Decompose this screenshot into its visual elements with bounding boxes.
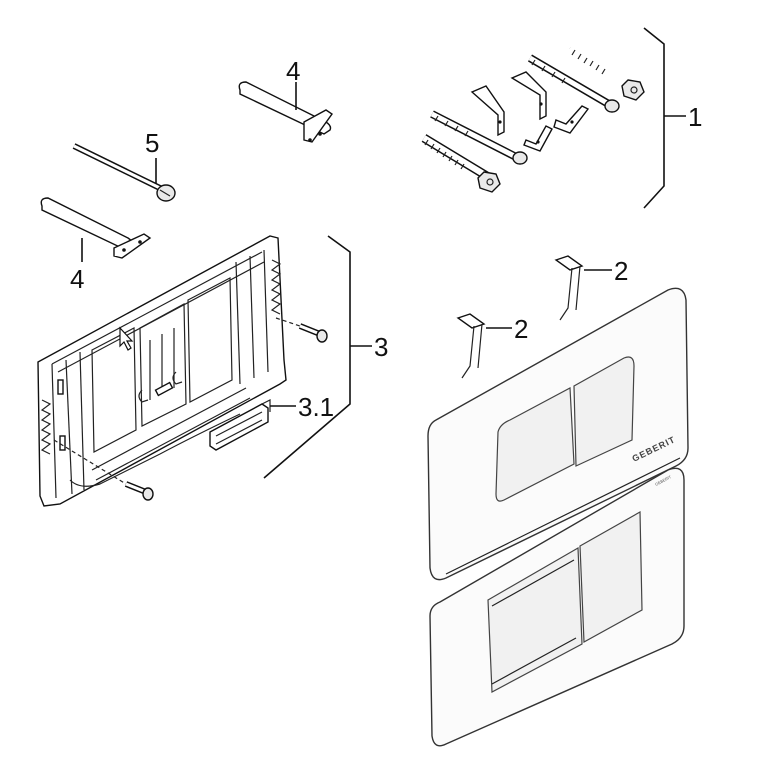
- group-brace: [643, 27, 665, 209]
- label-part-4-top: 4: [286, 56, 300, 86]
- threaded-screw: [527, 54, 620, 113]
- flush-plate-lower: GEBERIT: [429, 467, 685, 747]
- part-2-spring-clip-left: [456, 313, 512, 379]
- angle-bracket: [553, 105, 590, 134]
- angle-bracket: [470, 85, 505, 137]
- frame-screw-upper: [275, 317, 328, 343]
- label-part-1: 1: [688, 102, 702, 132]
- part-3-mounting-frame: [37, 235, 287, 507]
- label-part-2-left: 2: [514, 314, 528, 344]
- frame-screw-lower: [53, 439, 154, 501]
- part-4-mounting-rod-top: [238, 81, 333, 143]
- label-part-2-right: 2: [614, 256, 628, 286]
- angle-bracket: [523, 125, 553, 152]
- threaded-screw: [430, 110, 528, 165]
- part-1-screws-and-brackets: [421, 27, 686, 209]
- angle-bracket: [510, 71, 547, 121]
- mouse-pointer-icon: [119, 326, 134, 351]
- flush-button-large: [579, 510, 643, 643]
- flush-button-large: [573, 356, 635, 467]
- part-2-spring-clip-right: [554, 255, 612, 321]
- group-brace: [263, 235, 351, 479]
- threaded-screw: [568, 45, 645, 101]
- threaded-screw: [421, 134, 501, 193]
- part-4-mounting-rod-bottom: [40, 197, 152, 262]
- label-part-3: 3: [374, 332, 388, 362]
- part-3-1-clip: [209, 399, 296, 451]
- label-part-4-bottom: 4: [70, 264, 84, 294]
- label-part-5: 5: [145, 128, 159, 158]
- flush-button-small: [487, 546, 583, 693]
- label-part-3-1: 3.1: [298, 392, 334, 422]
- flush-plate-upper: GEBERIT: [427, 287, 689, 581]
- flush-button-small: [495, 387, 575, 502]
- part-5-long-bolt: [72, 143, 176, 202]
